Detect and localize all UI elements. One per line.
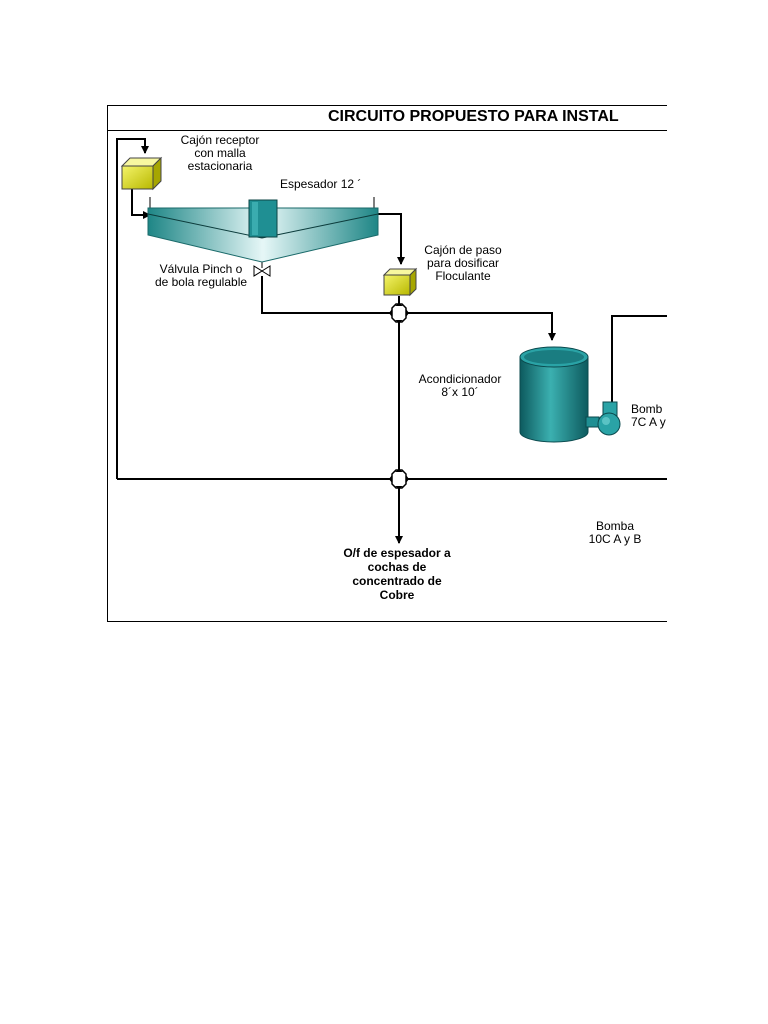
- pipe-thickener-to-passbox: [375, 213, 405, 265]
- pipe-underflow: [261, 276, 390, 314]
- conditioner-label: Acondicionador 8´x 10´: [418, 372, 502, 399]
- diagram-frame: [107, 105, 667, 622]
- pump-icon: [585, 401, 621, 436]
- valve-label: Válvula Pinch o de bola regulable: [154, 262, 248, 289]
- pipe-pump-discharge: [611, 315, 667, 410]
- pass-box: [382, 267, 418, 297]
- receiver-box: [120, 156, 163, 191]
- junction-top: [389, 303, 409, 323]
- pipe-box-to-thickener: [131, 188, 151, 219]
- pipe-to-conditioner: [408, 312, 556, 341]
- conditioner-tank: [519, 346, 589, 443]
- pipe-feed-return: [116, 138, 149, 479]
- pinch-valve-icon: [253, 265, 271, 277]
- thickener: [147, 199, 379, 263]
- pump-7c-label: Bomb 7C A y: [631, 403, 666, 429]
- receiver-box-label: Cajón receptor con malla estacionaria: [180, 133, 260, 173]
- junction-bottom: [389, 469, 409, 489]
- diagram-title: CIRCUITO PROPUESTO PARA INSTAL: [328, 108, 619, 125]
- overflow-label: O/f de espesador a cochas de concentrado…: [343, 546, 451, 602]
- title-bar: CIRCUITO PROPUESTO PARA INSTAL: [107, 105, 667, 131]
- pump-10c-label: Bomba 10C A y B: [588, 519, 642, 546]
- pipe-lines: [116, 138, 667, 544]
- pass-box-label: Cajón de paso para dosificar Floculante: [424, 243, 502, 283]
- thickener-label: Espesador 12 ´: [280, 177, 362, 191]
